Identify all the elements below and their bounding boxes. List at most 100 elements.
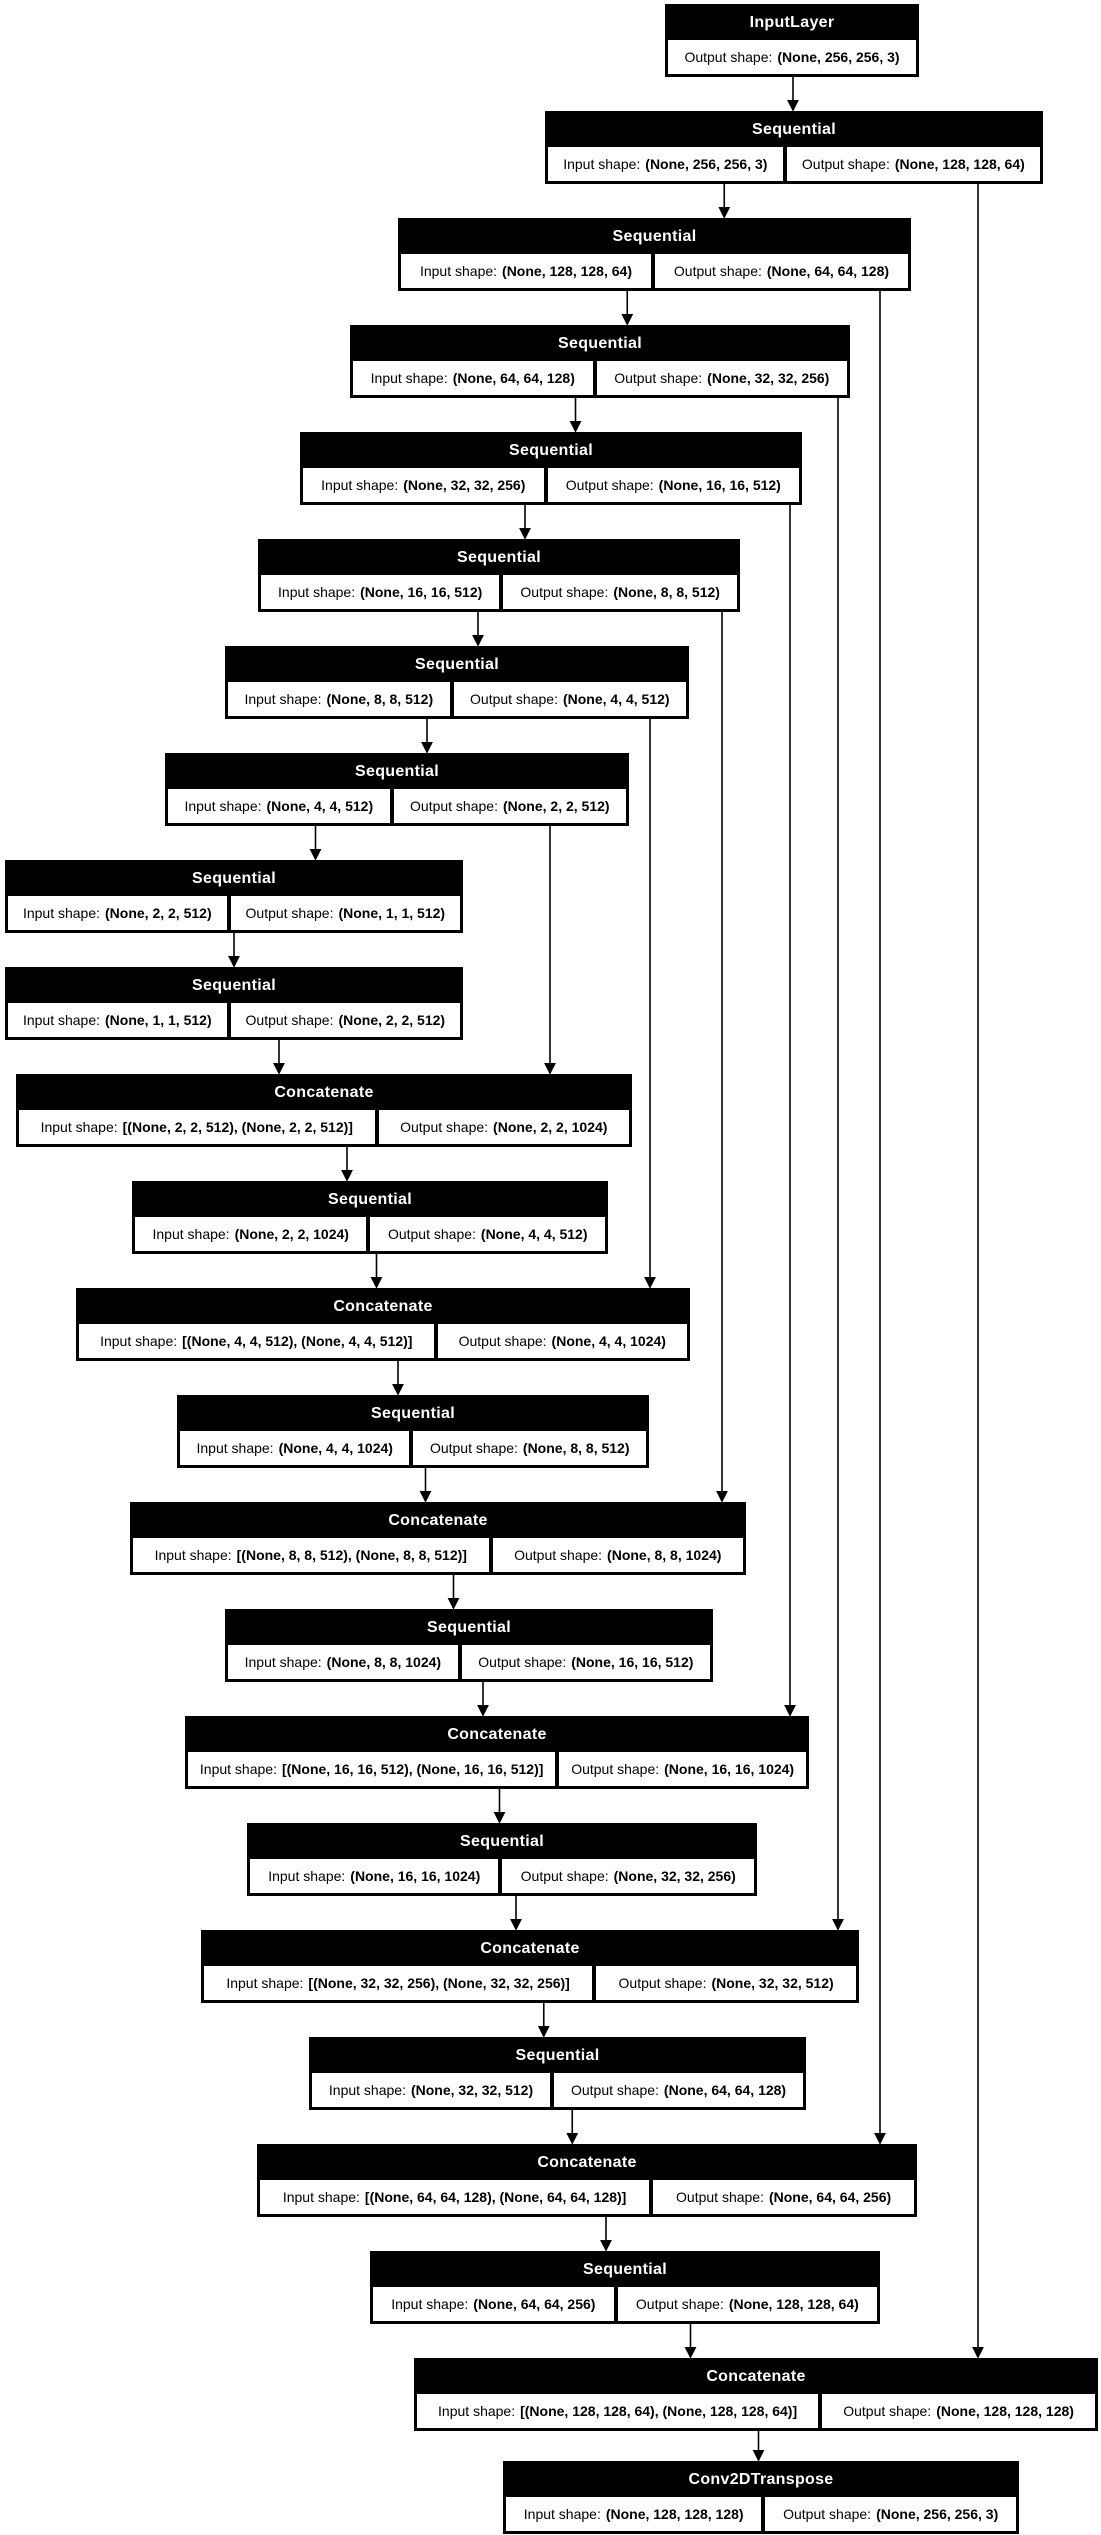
node-type-label: Sequential	[509, 441, 593, 459]
input-shape-cell: Input shape:(None, 128, 128, 128)	[505, 2496, 763, 2532]
input-shape-label: Input shape:	[22, 905, 101, 921]
input-shape-label: Input shape:	[419, 263, 498, 279]
shape-row: Input shape:[(None, 2, 2, 512), (None, 2…	[18, 1109, 631, 1145]
node-type-label: Sequential	[328, 1190, 412, 1208]
output-shape-label: Output shape:	[520, 584, 609, 600]
input-shape-value: [(None, 16, 16, 512), (None, 16, 16, 512…	[281, 1761, 544, 1777]
output-shape-cell: Output shape:(None, 16, 16, 512)	[460, 1644, 712, 1680]
input-shape-value: (None, 1, 1, 512)	[105, 1012, 212, 1028]
shape-row: Input shape:[(None, 8, 8, 512), (None, 8…	[132, 1537, 745, 1573]
shape-row: Input shape:(None, 16, 16, 1024)Output s…	[249, 1858, 756, 1894]
input-shape-label: Input shape:	[328, 2082, 406, 2098]
output-shape-value: (None, 16, 16, 512)	[658, 477, 781, 493]
shape-row: Input shape:[(None, 4, 4, 512), (None, 4…	[78, 1323, 689, 1359]
input-shape-value: [(None, 32, 32, 256), (None, 32, 32, 256…	[308, 1975, 570, 1991]
output-shape-cell: Output shape:(None, 8, 8, 512)	[412, 1430, 647, 1466]
input-shape-value: (None, 8, 8, 512)	[326, 691, 434, 707]
node-type-label: Sequential	[192, 976, 276, 994]
shape-row: Input shape:(None, 8, 8, 1024)Output sha…	[227, 1644, 712, 1680]
input-shape-cell: Input shape:(None, 256, 256, 3)	[547, 146, 784, 182]
output-shape-cell: Output shape:(None, 64, 64, 128)	[653, 253, 910, 289]
output-shape-value: (None, 16, 16, 1024)	[664, 1761, 795, 1777]
edges	[228, 77, 984, 2462]
node-type-label: Concatenate	[537, 2153, 637, 2171]
output-shape-cell: Output shape:(None, 64, 64, 128)	[553, 2072, 805, 2108]
output-shape-label: Output shape:	[614, 370, 703, 386]
output-shape-label: Output shape:	[843, 2403, 932, 2419]
input-shape-cell: Input shape:[(None, 2, 2, 512), (None, 2…	[18, 1109, 376, 1145]
output-shape-value: (None, 64, 64, 128)	[663, 2082, 787, 2098]
input-shape-label: Input shape:	[40, 1119, 118, 1135]
output-shape-label: Output shape:	[470, 691, 558, 707]
input-shape-label: Input shape:	[184, 798, 262, 814]
output-shape-value: (None, 2, 2, 512)	[502, 798, 610, 814]
output-shape-value: (None, 256, 256, 3)	[876, 2506, 999, 2522]
input-shape-value: (None, 16, 16, 1024)	[350, 1868, 481, 1884]
input-shape-value: (None, 64, 64, 128)	[452, 370, 575, 386]
input-shape-value: (None, 8, 8, 1024)	[326, 1654, 442, 1670]
input-shape-label: Input shape:	[196, 1440, 274, 1456]
input-shape-cell: Input shape:[(None, 32, 32, 256), (None,…	[203, 1965, 594, 2001]
node-type-label: Sequential	[355, 762, 439, 780]
output-shape-value: (None, 128, 128, 128)	[936, 2403, 1074, 2419]
output-shape-label: Output shape:	[514, 1547, 603, 1563]
output-shape-cell: Output shape:(None, 8, 8, 1024)	[491, 1537, 745, 1573]
output-shape-label: Output shape:	[478, 1654, 567, 1670]
input-shape-cell: Input shape:[(None, 4, 4, 512), (None, 4…	[78, 1323, 435, 1359]
input-shape-cell: Input shape:(None, 2, 2, 512)	[7, 895, 228, 931]
input-shape-value: (None, 256, 256, 3)	[645, 156, 768, 172]
node-type-label: Sequential	[371, 1404, 455, 1422]
input-shape-cell: Input shape:[(None, 128, 128, 64), (None…	[416, 2393, 820, 2429]
output-shape-cell: Output shape:(None, 128, 128, 64)	[785, 146, 1042, 182]
output-shape-value: (None, 64, 64, 128)	[766, 263, 890, 279]
output-shape-cell: Output shape:(None, 16, 16, 1024)	[558, 1751, 807, 1787]
input-shape-cell: Input shape:(None, 64, 64, 128)	[352, 360, 594, 396]
output-shape-cell: Output shape:(None, 4, 4, 512)	[369, 1216, 606, 1252]
input-shape-label: Input shape:	[370, 370, 448, 386]
shape-row: Input shape:[(None, 128, 128, 64), (None…	[416, 2393, 1096, 2429]
node-type-label: Sequential	[583, 2260, 667, 2278]
shape-row: Input shape:[(None, 64, 64, 128), (None,…	[259, 2179, 915, 2215]
output-shape-label: Output shape:	[245, 905, 334, 921]
input-shape-label: Input shape:	[226, 1975, 304, 1991]
node-type-label: Sequential	[752, 120, 836, 138]
input-shape-value: (None, 64, 64, 256)	[473, 2296, 596, 2312]
output-shape-value: (None, 8, 8, 1024)	[607, 1547, 722, 1563]
input-shape-cell: Input shape:(None, 8, 8, 512)	[227, 681, 451, 717]
output-shape-cell: Output shape:(None, 256, 256, 3)	[764, 2496, 1017, 2532]
node-type-label: Sequential	[457, 548, 541, 566]
shape-row: Input shape:(None, 64, 64, 128) Output sh…	[352, 360, 849, 396]
input-shape-cell: Input shape:(None, 32, 32, 256)	[302, 467, 545, 503]
output-shape-label: Output shape:	[676, 2189, 764, 2205]
output-shape-label: Output shape:	[520, 1868, 609, 1884]
output-shape-cell: Output shape:(None, 4, 4, 1024)	[436, 1323, 689, 1359]
input-shape-value: [(None, 2, 2, 512), (None, 2, 2, 512)]	[122, 1119, 353, 1135]
output-shape-value: (None, 32, 32, 256)	[707, 370, 830, 386]
output-shape-label: Output shape:	[635, 2296, 724, 2312]
output-shape-value: (None, 16, 16, 512)	[571, 1654, 694, 1670]
input-shape-cell: Input shape:[(None, 16, 16, 512), (None,…	[187, 1751, 557, 1787]
shape-row: Input shape:(None, 16, 16, 512)Output sh…	[260, 574, 738, 610]
output-shape-value: (None, 8, 8, 512)	[522, 1440, 630, 1456]
shape-row: Input shape:[(None, 16, 16, 512), (None,…	[187, 1751, 807, 1787]
input-shape-label: Input shape:	[152, 1226, 230, 1242]
shape-row: Input shape:(None, 2, 2, 1024)Output sha…	[134, 1216, 606, 1252]
node-type-label: Concatenate	[706, 2367, 806, 2385]
input-shape-value: (None, 2, 2, 512)	[105, 905, 212, 921]
output-shape-label: Output shape:	[570, 2082, 659, 2098]
input-shape-label: Input shape:	[438, 2403, 516, 2419]
